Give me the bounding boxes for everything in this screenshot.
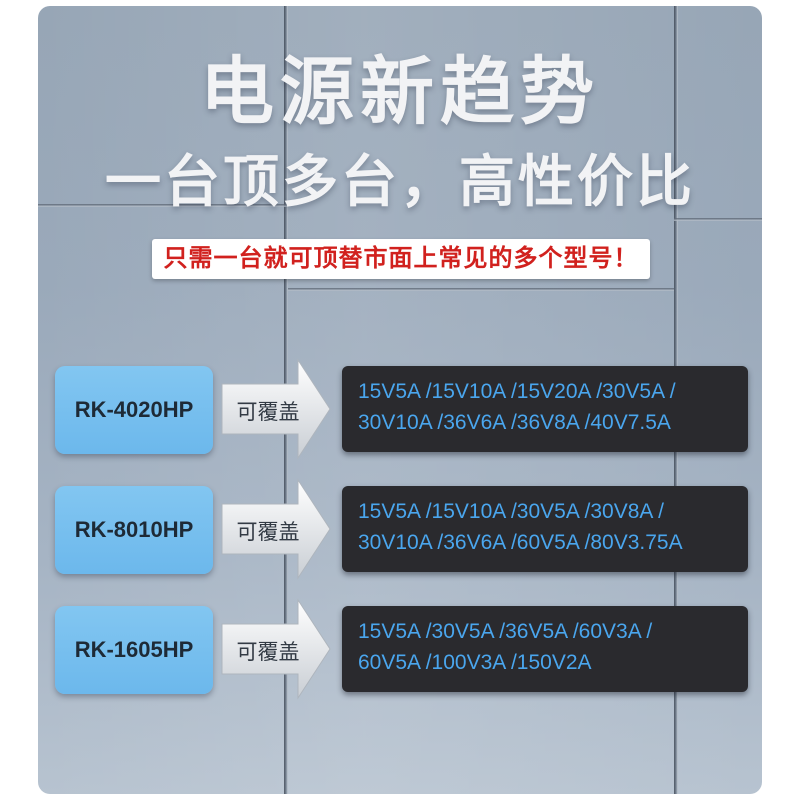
panel-seam-horizontal-2 (288, 288, 674, 291)
spec-line: 15V5A /15V10A /30V5A /30V8A / (358, 500, 664, 523)
model-badge: RK-8010HP (55, 486, 213, 574)
arrow-right-icon (221, 598, 331, 700)
model-row: RK-8010HP 可覆盖 15V5A /15V10A /30V5A /30V8… (0, 478, 800, 580)
coverage-label: 可覆盖 (236, 521, 300, 544)
highlight-note: 只需一台就可顶替市面上常见的多个型号！ (152, 239, 650, 279)
panel-seam-horizontal (38, 204, 288, 207)
page-title: 电源新趋势 (200, 50, 600, 133)
coverage-label: 可覆盖 (236, 401, 300, 424)
spec-line: 30V10A /36V6A /36V8A /40V7.5A (358, 411, 671, 434)
spec-box: 15V5A /30V5A /36V5A /60V3A / 60V5A /100V… (342, 606, 748, 692)
model-badge: RK-4020HP (55, 366, 213, 454)
spec-line: 60V5A /100V3A /150V2A (358, 651, 592, 674)
spec-box: 15V5A /15V10A /30V5A /30V8A / 30V10A /36… (342, 486, 748, 572)
page-subtitle: 一台顶多台，高性价比 (105, 150, 695, 213)
model-row: RK-1605HP 可覆盖 15V5A /30V5A /36V5A /60V3A… (0, 598, 800, 700)
model-row: RK-4020HP 可覆盖 15V5A /15V10A /15V20A /30V… (0, 358, 800, 460)
coverage-label: 可覆盖 (236, 641, 300, 664)
model-badge: RK-1605HP (55, 606, 213, 694)
arrow-right-icon (221, 358, 331, 460)
spec-line: 15V5A /30V5A /36V5A /60V3A / (358, 620, 653, 643)
arrow-right-icon (221, 478, 331, 580)
panel-seam-horizontal-3 (674, 218, 762, 221)
spec-line: 30V10A /36V6A /60V5A /80V3.75A (358, 531, 683, 554)
spec-box: 15V5A /15V10A /15V20A /30V5A / 30V10A /3… (342, 366, 748, 452)
spec-line: 15V5A /15V10A /15V20A /30V5A / (358, 380, 676, 403)
